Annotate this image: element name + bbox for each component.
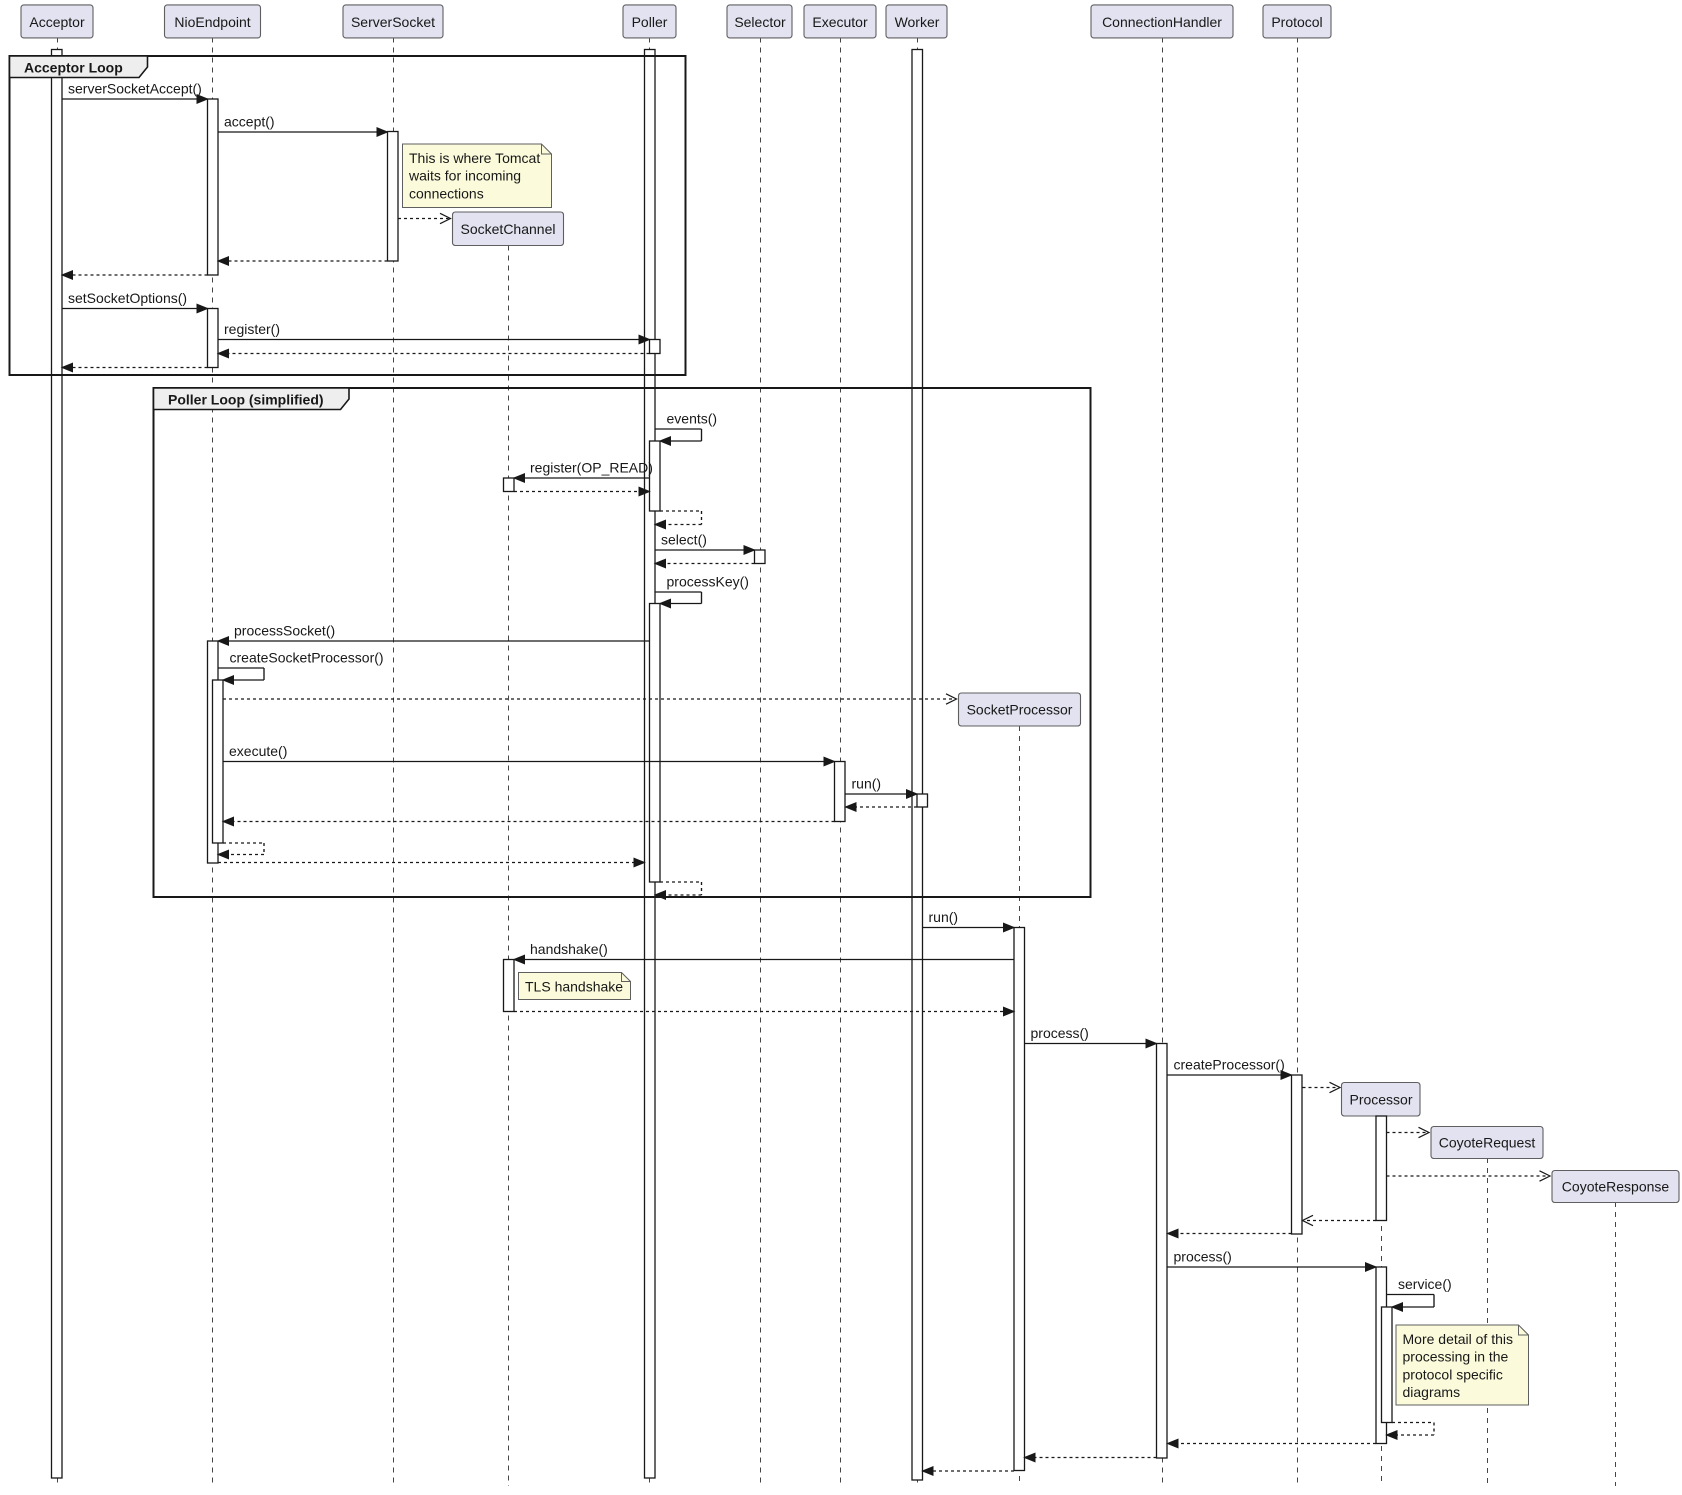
svg-text:register(): register() bbox=[224, 321, 280, 337]
svg-text:ServerSocket: ServerSocket bbox=[351, 14, 435, 30]
svg-text:NioEndpoint: NioEndpoint bbox=[174, 14, 250, 30]
svg-text:execute(): execute() bbox=[229, 743, 287, 759]
svg-text:handshake(): handshake() bbox=[530, 941, 608, 957]
svg-text:Selector: Selector bbox=[734, 14, 786, 30]
svg-text:Acceptor: Acceptor bbox=[29, 14, 85, 30]
svg-text:Poller Loop (simplified): Poller Loop (simplified) bbox=[168, 392, 324, 408]
svg-text:Protocol: Protocol bbox=[1271, 14, 1322, 30]
svg-text:run(): run() bbox=[852, 776, 882, 792]
svg-text:This is where Tomcat: This is where Tomcat bbox=[409, 150, 540, 166]
svg-text:createSocketProcessor(): createSocketProcessor() bbox=[230, 650, 384, 666]
svg-text:protocol specific: protocol specific bbox=[1403, 1366, 1503, 1382]
svg-text:Acceptor Loop: Acceptor Loop bbox=[24, 60, 123, 76]
svg-text:waits for incoming: waits for incoming bbox=[408, 168, 521, 184]
svg-text:CoyoteRequest: CoyoteRequest bbox=[1439, 1135, 1536, 1151]
svg-text:CoyoteResponse: CoyoteResponse bbox=[1562, 1179, 1670, 1195]
svg-text:processKey(): processKey() bbox=[667, 574, 749, 590]
svg-text:SocketProcessor: SocketProcessor bbox=[967, 702, 1073, 718]
svg-text:Processor: Processor bbox=[1349, 1091, 1412, 1107]
svg-text:TLS handshake: TLS handshake bbox=[525, 979, 623, 995]
svg-text:run(): run() bbox=[929, 909, 959, 925]
svg-text:register(OP_READ): register(OP_READ) bbox=[530, 460, 653, 476]
svg-text:service(): service() bbox=[1398, 1276, 1452, 1292]
svg-text:connections: connections bbox=[409, 185, 484, 201]
svg-text:ConnectionHandler: ConnectionHandler bbox=[1102, 14, 1222, 30]
svg-text:process(): process() bbox=[1174, 1249, 1232, 1265]
svg-text:process(): process() bbox=[1031, 1025, 1089, 1041]
svg-text:Poller: Poller bbox=[632, 14, 668, 30]
svg-text:SocketChannel: SocketChannel bbox=[461, 221, 556, 237]
svg-text:select(): select() bbox=[661, 532, 707, 548]
svg-text:events(): events() bbox=[667, 411, 718, 427]
svg-text:More detail of this: More detail of this bbox=[1403, 1331, 1514, 1347]
svg-text:Executor: Executor bbox=[812, 14, 868, 30]
svg-text:createProcessor(): createProcessor() bbox=[1174, 1057, 1285, 1073]
svg-text:Worker: Worker bbox=[895, 14, 940, 30]
svg-text:setSocketOptions(): setSocketOptions() bbox=[68, 290, 187, 306]
svg-text:processing in the: processing in the bbox=[1403, 1349, 1509, 1365]
svg-text:accept(): accept() bbox=[224, 114, 275, 130]
svg-text:serverSocketAccept(): serverSocketAccept() bbox=[68, 81, 202, 97]
svg-text:processSocket(): processSocket() bbox=[234, 623, 335, 639]
svg-text:diagrams: diagrams bbox=[1403, 1384, 1461, 1400]
